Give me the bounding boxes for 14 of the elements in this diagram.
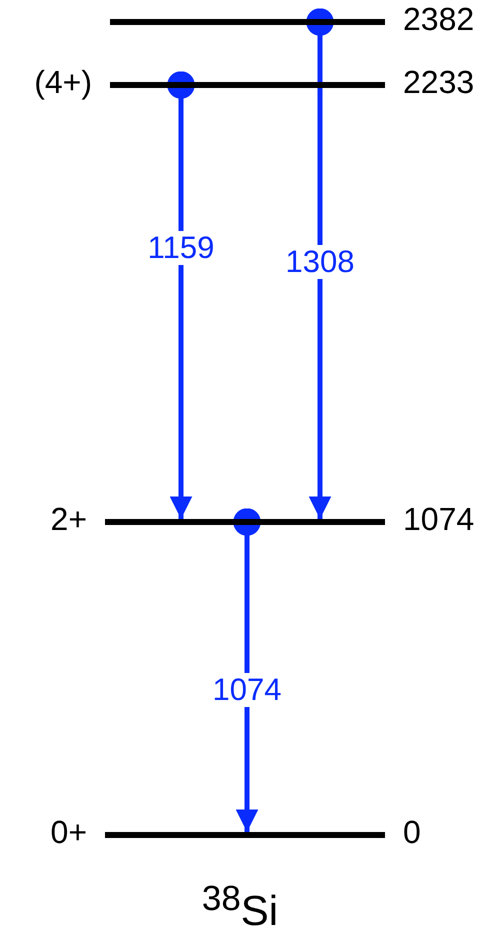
spin-parity-label: 2+ [50, 501, 87, 537]
nucleus-label: $^{38}$Si [202, 878, 278, 934]
gamma-energy-label: 1159 [146, 231, 216, 265]
energy-label: 2382 [403, 1, 474, 37]
spin-parity-label: 0+ [50, 814, 87, 850]
gamma-energy-label: 1308 [284, 245, 356, 279]
transition-arrow [167, 71, 195, 519]
spin-parity-label: (4+) [34, 64, 92, 100]
gamma-energy-label: 1074 [212, 673, 282, 707]
transition-arrow [306, 8, 334, 519]
energy-label: 0 [403, 814, 421, 850]
energy-label: 1074 [403, 501, 474, 537]
energy-label: 2233 [403, 64, 474, 100]
transition-arrow [233, 508, 261, 832]
